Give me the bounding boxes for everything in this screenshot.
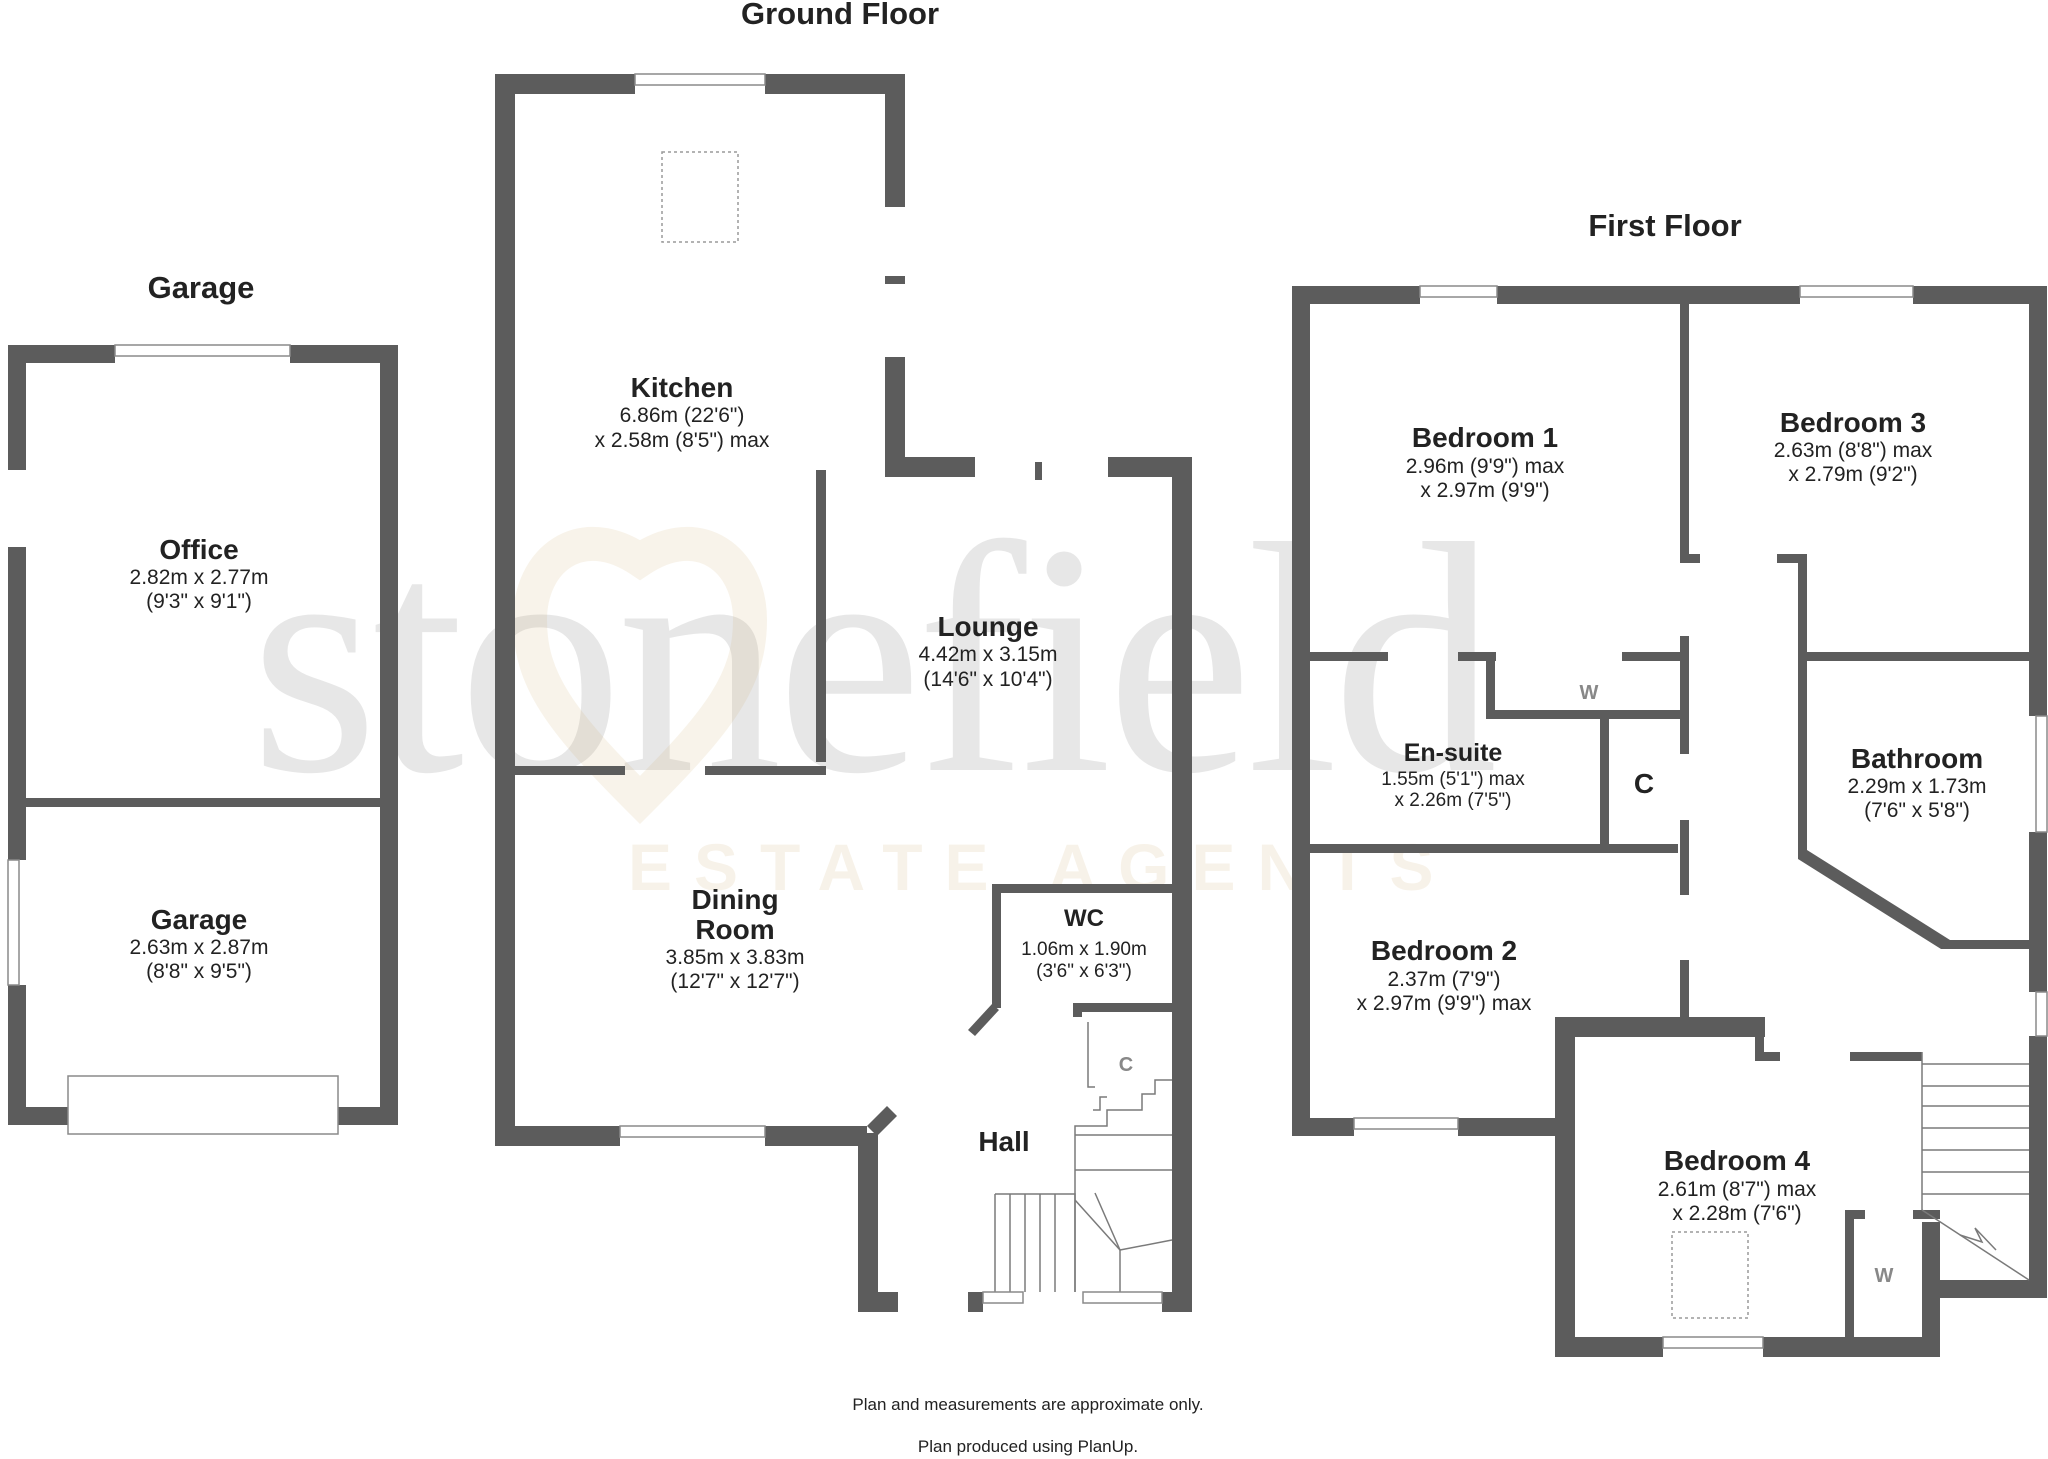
first-floor (1292, 285, 2048, 1357)
garage-title: Garage (148, 270, 255, 305)
hall-window-left (982, 1291, 1024, 1304)
bedroom4-window (1662, 1336, 1764, 1349)
room-name: Kitchen (631, 372, 734, 403)
bedroom2-window (1353, 1117, 1459, 1130)
room-name: Bedroom 4 (1664, 1145, 1811, 1176)
bedroom4-skylight (1671, 1231, 1749, 1319)
room-bedroom1: Bedroom 1 2.96m (9'9") max x 2.97m (9'9"… (1406, 422, 1565, 502)
room-dimension: 1.06m x 1.90m (1021, 939, 1147, 960)
room-name: WC (1064, 905, 1104, 932)
room-name: Garage (151, 904, 248, 935)
room-name: Dining (691, 884, 778, 915)
room-dimension-imperial: x 2.58m (8'5") max (595, 429, 770, 452)
room-dimension: 2.96m (9'9") max (1406, 455, 1565, 478)
room-dimension-imperial: x 2.79m (9'2") (1788, 463, 1917, 486)
disclaimer-note: Plan and measurements are approximate on… (852, 1395, 1203, 1414)
bedroom1-window (1419, 285, 1498, 298)
room-dimension: 2.63m (8'8") max (1774, 439, 1933, 462)
room-dimension-imperial: x 2.26m (7'5") (1394, 790, 1511, 811)
room-name: Office (159, 534, 238, 565)
first-floor-title: First Floor (1588, 208, 1741, 243)
room-dimension-imperial: x 2.97m (9'9") (1420, 479, 1549, 502)
room-kitchen: Kitchen 6.86m (22'6") x 2.58m (8'5") max (595, 372, 770, 452)
room-name: Bedroom 1 (1412, 422, 1558, 453)
room-name-line2: Room (695, 914, 774, 945)
room-dimension-imperial: (8'8" x 9'5") (146, 960, 252, 983)
room-dimension: 2.29m x 1.73m (1848, 775, 1987, 798)
room-bedroom3: Bedroom 3 2.63m (8'8") max x 2.79m (9'2"… (1774, 407, 1933, 486)
ground-floor-title: Ground Floor (741, 0, 939, 31)
room-wc: WC 1.06m x 1.90m (3'6" x 6'3") (1021, 905, 1147, 982)
room-dimension-imperial: x 2.97m (9'9") max (1357, 992, 1532, 1015)
room-ensuite: En-suite 1.55m (5'1") max x 2.26m (7'5") (1381, 739, 1525, 811)
garage-building (7, 344, 398, 1135)
room-dining: Dining Room 3.85m x 3.83m (12'7" x 12'7"… (666, 884, 805, 993)
bed4-wardrobe-label: W (1875, 1265, 1894, 1287)
room-dimension-imperial: (12'7" x 12'7") (670, 970, 799, 993)
room-dimension: 2.37m (7'9") (1387, 968, 1500, 991)
room-dimension: 2.82m x 2.77m (130, 566, 269, 589)
room-dimension: 3.85m x 3.83m (666, 946, 805, 969)
bedroom3-window (1799, 285, 1914, 298)
room-bathroom: Bathroom 2.29m x 1.73m (7'6" x 5'8") (1848, 743, 1987, 822)
kitchen-window (634, 73, 766, 86)
first-wardrobe-label: W (1580, 682, 1599, 704)
watermark-pin-icon (512, 526, 768, 825)
room-dimension: 1.55m (5'1") max (1381, 769, 1525, 790)
watermark: stonefield ESTATE AGENTS (250, 477, 1503, 904)
bathroom-window (2035, 715, 2048, 833)
room-dimension: 6.86m (22'6") (620, 404, 745, 427)
hall-window-right (1082, 1291, 1163, 1304)
landing-window (2035, 991, 2048, 1037)
kitchen-skylight (661, 151, 739, 243)
room-dimension-imperial: (7'6" x 5'8") (1864, 799, 1970, 822)
room-dimension-imperial: (9'3" x 9'1") (146, 590, 252, 613)
room-dimension: 2.61m (8'7") max (1658, 1178, 1817, 1201)
room-dimension: 4.42m x 3.15m (919, 643, 1058, 666)
room-dimension: 2.63m x 2.87m (130, 936, 269, 959)
dining-window (619, 1125, 766, 1138)
ground-floor (495, 73, 1192, 1312)
room-hall-name: Hall (978, 1126, 1029, 1157)
room-name: En-suite (1404, 739, 1503, 767)
first-cupboard-label: C (1634, 768, 1654, 799)
room-name: Lounge (937, 611, 1038, 642)
room-name: Bathroom (1851, 743, 1983, 774)
room-dimension-imperial: (14'6" x 10'4") (923, 668, 1052, 691)
room-name: Bedroom 2 (1371, 935, 1517, 966)
garage-door (67, 1075, 339, 1135)
room-dimension-imperial: (3'6" x 6'3") (1036, 961, 1132, 982)
room-dimension-imperial: x 2.28m (7'6") (1672, 1202, 1801, 1225)
room-bedroom2: Bedroom 2 2.37m (7'9") x 2.97m (9'9") ma… (1357, 935, 1532, 1015)
ground-cupboard-label: C (1119, 1054, 1133, 1076)
credit-note: Plan produced using PlanUp. (918, 1437, 1138, 1456)
room-name: Bedroom 3 (1780, 407, 1926, 438)
room-bedroom4: Bedroom 4 2.61m (8'7") max x 2.28m (7'6"… (1658, 1145, 1817, 1225)
room-office: Office 2.82m x 2.77m (9'3" x 9'1") (130, 534, 269, 613)
room-garage: Garage 2.63m x 2.87m (8'8" x 9'5") (130, 904, 269, 983)
garage-window-top (114, 344, 291, 357)
room-lounge: Lounge 4.42m x 3.15m (14'6" x 10'4") (919, 611, 1058, 691)
garage-window-side (7, 859, 20, 986)
